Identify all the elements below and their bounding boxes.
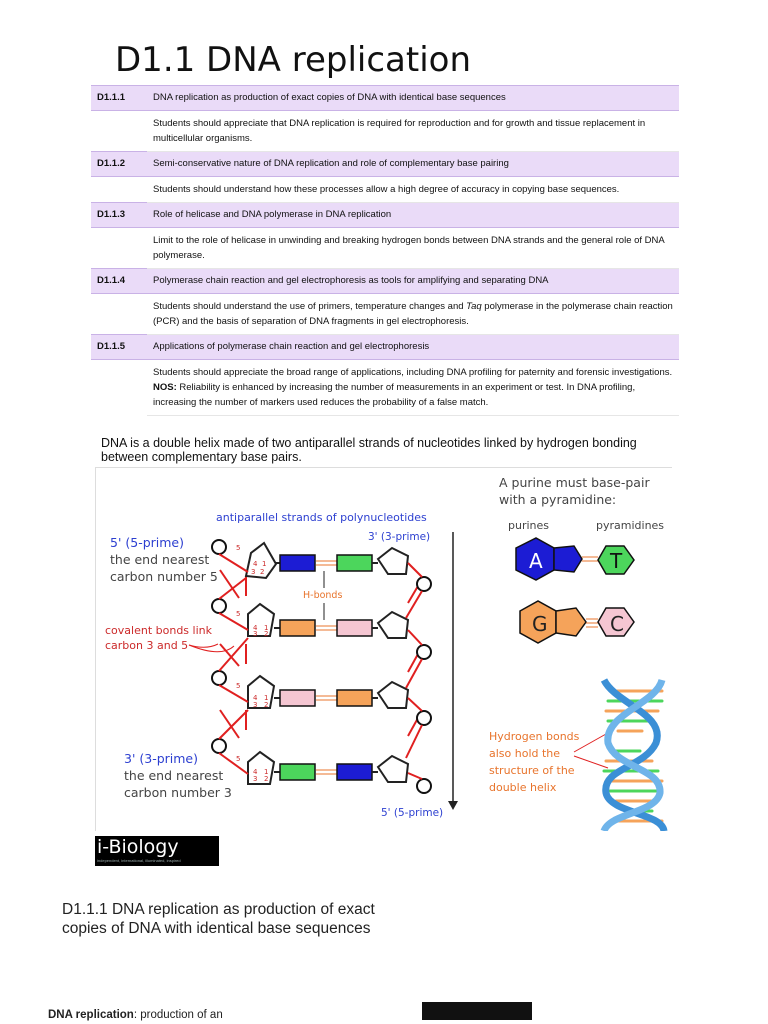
syllabus-row-heading: D1.1.4 Polymerase chain reaction and gel… xyxy=(91,269,679,294)
right-strand-backbone xyxy=(408,586,418,736)
syllabus-table: D1.1.1 DNA replication as production of … xyxy=(91,85,679,416)
base-a-label: A xyxy=(529,549,543,573)
syllabus-detail: Students should understand the use of pr… xyxy=(147,294,679,335)
i-biology-logo: i-Biology independent, international, il… xyxy=(95,836,219,866)
purine-rule: A purine must base-pair xyxy=(499,475,650,490)
syllabus-heading: Applications of polymerase chain reactio… xyxy=(147,335,679,360)
syllabus-row-heading: D1.1.3 Role of helicase and DNA polymera… xyxy=(91,203,679,228)
three-prime-top-label: 3' (3-prime) xyxy=(368,531,430,543)
nos-label: NOS: xyxy=(153,382,177,393)
nos-text: Reliability is enhanced by increasing th… xyxy=(153,382,635,408)
definition-line: DNA replication: production of an xyxy=(48,1009,223,1021)
syllabus-row-detail: Limit to the role of helicase in unwindi… xyxy=(91,228,679,269)
dna-structure-figure: 5 4 1 3 2 5 4 1 3 2 5 4 1 3 2 5 4 1 3 2 … xyxy=(95,467,672,831)
carbon-numbers: 5 4 1 3 2 5 4 1 3 2 5 4 1 3 2 5 4 1 3 2 xyxy=(236,544,268,783)
section-heading: D1.1.1 DNA replication as production of … xyxy=(62,900,382,938)
syllabus-code: D1.1.1 xyxy=(91,86,147,111)
logo-tagline: independent, international, illuminated,… xyxy=(97,858,181,863)
svg-text:3: 3 xyxy=(253,630,257,638)
syllabus-row-detail: Students should appreciate the broad ran… xyxy=(91,360,679,416)
svg-text:5: 5 xyxy=(236,610,240,618)
svg-text:5: 5 xyxy=(236,755,240,763)
covalent-label: covalent bonds link xyxy=(105,624,213,637)
syllabus-code: D1.1.5 xyxy=(91,335,147,360)
nucleotide-pair-1 xyxy=(212,540,431,591)
page-title: D1.1 DNA replication xyxy=(115,40,471,80)
svg-text:3: 3 xyxy=(251,568,255,576)
svg-text:2: 2 xyxy=(264,775,268,783)
base-t-label: T xyxy=(609,549,623,573)
five-prime-top-label: 5' (5-prime) xyxy=(110,535,184,550)
svg-text:3: 3 xyxy=(253,775,257,783)
syllabus-heading: Semi-conservative nature of DNA replicat… xyxy=(147,152,679,177)
svg-text:4: 4 xyxy=(253,560,258,568)
syllabus-row-heading: D1.1.1 DNA replication as production of … xyxy=(91,86,679,111)
intro-text: DNA is a double helix made of two antipa… xyxy=(101,436,681,464)
detail-text: Students should understand the use of pr… xyxy=(153,301,466,312)
strands-title: antiparallel strands of polynucleotides xyxy=(216,511,427,524)
syllabus-row-heading: D1.1.5 Applications of polymerase chain … xyxy=(91,335,679,360)
nucleotide-pair-4 xyxy=(212,739,431,793)
syllabus-code: D1.1.2 xyxy=(91,152,147,177)
covalent-label: carbon 3 and 5 xyxy=(105,639,188,652)
syllabus-detail: Limit to the role of helicase in unwindi… xyxy=(147,228,679,269)
base-c-label: C xyxy=(610,612,624,636)
hbonds-label: H-bonds xyxy=(303,590,342,601)
three-prime-bottom-desc: the end nearest xyxy=(124,768,223,783)
syllabus-detail: Students should appreciate that DNA repl… xyxy=(147,111,679,152)
three-prime-bottom-label: 3' (3-prime) xyxy=(124,751,198,766)
five-prime-top-desc: carbon number 5 xyxy=(110,569,218,584)
syllabus-row-detail: Students should appreciate that DNA repl… xyxy=(91,111,679,152)
svg-text:2: 2 xyxy=(264,701,268,709)
helix-note: also hold the xyxy=(489,747,560,760)
syllabus-row-heading: D1.1.2 Semi-conservative nature of DNA r… xyxy=(91,152,679,177)
syllabus-code: D1.1.4 xyxy=(91,269,147,294)
definition-term: DNA replication xyxy=(48,1009,134,1021)
syllabus-row-detail: Students should understand how these pro… xyxy=(91,177,679,203)
svg-text:5: 5 xyxy=(236,682,240,690)
syllabus-code: D1.1.3 xyxy=(91,203,147,228)
syllabus-heading: Polymerase chain reaction and gel electr… xyxy=(147,269,679,294)
three-prime-bottom-desc: carbon number 3 xyxy=(124,785,232,800)
svg-text:5: 5 xyxy=(236,544,240,552)
pyramidines-label: pyramidines xyxy=(596,519,664,532)
purines-label: purines xyxy=(508,519,549,532)
base-g-label: G xyxy=(532,612,548,636)
syllabus-heading: DNA replication as production of exact c… xyxy=(147,86,679,111)
five-prime-bottom-label: 5' (5-prime) xyxy=(381,807,443,819)
syllabus-detail: Students should understand how these pro… xyxy=(147,177,679,203)
dna-diagram: 5 4 1 3 2 5 4 1 3 2 5 4 1 3 2 5 4 1 3 2 … xyxy=(96,468,672,831)
helix-note: structure of the xyxy=(489,764,575,777)
syllabus-row-detail: Students should understand the use of pr… xyxy=(91,294,679,335)
redaction-bar xyxy=(422,1002,532,1020)
logo-text: i-Biology xyxy=(97,836,179,858)
svg-text:1: 1 xyxy=(262,560,266,568)
svg-text:3: 3 xyxy=(253,701,257,709)
guanine-cytosine-pair: G C xyxy=(520,601,634,643)
svg-text:2: 2 xyxy=(264,630,268,638)
helix-note: double helix xyxy=(489,781,557,794)
adenine-thymine-pair: A T xyxy=(516,538,634,580)
five-prime-top-desc: the end nearest xyxy=(110,552,209,567)
purine-rule: with a pyramidine: xyxy=(499,492,616,507)
svg-text:2: 2 xyxy=(260,568,264,576)
detail-text: Students should appreciate the broad ran… xyxy=(153,367,672,378)
nucleotide-pair-3 xyxy=(212,671,431,725)
syllabus-heading: Role of helicase and DNA polymerase in D… xyxy=(147,203,679,228)
definition-text: : production of an xyxy=(134,1009,223,1021)
syllabus-detail: Students should appreciate the broad ran… xyxy=(147,360,679,416)
double-helix-icon xyxy=(604,680,664,831)
helix-note: Hydrogen bonds xyxy=(489,730,580,743)
taq-term: Taq xyxy=(466,301,482,312)
